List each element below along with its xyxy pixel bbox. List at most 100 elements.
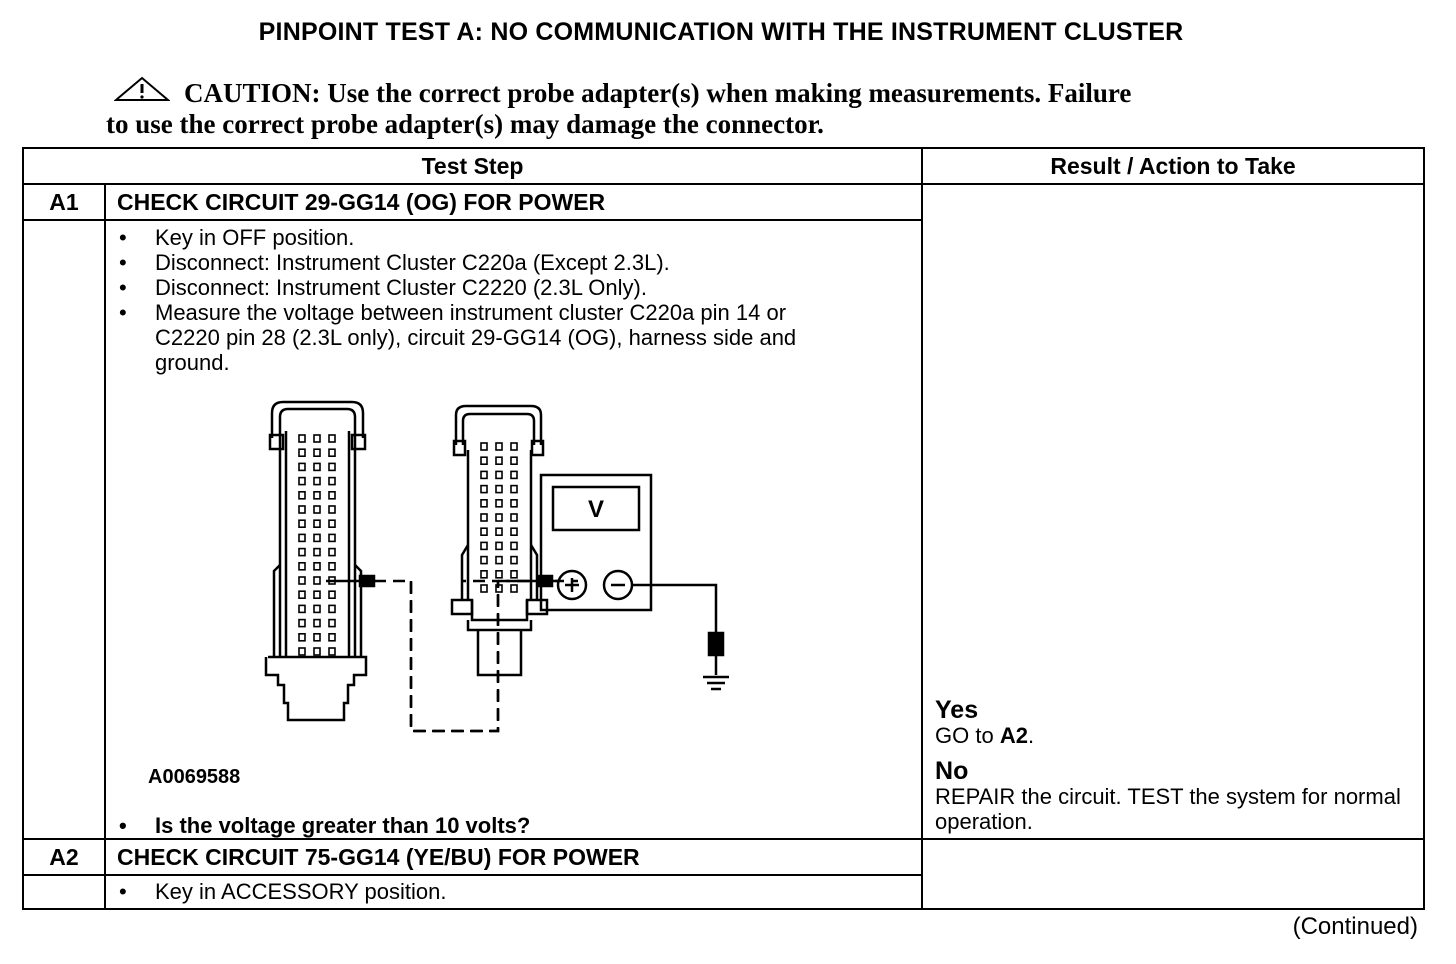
pin-cavity	[298, 448, 306, 457]
pin-cavity	[510, 513, 518, 522]
voltmeter-label: V	[588, 496, 604, 523]
pin-cavity	[313, 576, 321, 585]
pin-cavity	[313, 505, 321, 514]
result-cell-a1: Yes GO to A2. No REPAIR the circuit. TES…	[921, 183, 1426, 840]
pin-cavity	[328, 505, 336, 514]
pin-cavity	[313, 618, 321, 628]
page-title: PINPOINT TEST A: NO COMMUNICATION WITH T…	[258, 18, 1184, 46]
pin-cavity	[510, 541, 518, 551]
pin-cavity	[298, 434, 306, 443]
pin-cavity	[298, 562, 306, 571]
pin-cavity	[510, 456, 518, 465]
pin-cavity	[510, 584, 518, 593]
step-body-a2: Key in ACCESSORY position.	[103, 874, 924, 910]
pin-cavity	[298, 576, 306, 585]
caution-note: CAUTION: Use the correct probe adapter(s…	[106, 76, 1326, 140]
pin-cavity	[480, 470, 488, 480]
pin-cavity	[313, 491, 321, 500]
pin-cavity	[510, 527, 518, 536]
pin-cavity	[313, 632, 321, 642]
step-a1-bullets: Key in OFF position. Disconnect: Instrum…	[106, 221, 856, 375]
connector-c2220-icon	[450, 404, 549, 677]
pin-cavity	[510, 555, 518, 565]
goto-a2-link[interactable]: A2	[999, 723, 1028, 748]
pin-cavity	[298, 491, 306, 500]
warning-triangle-icon	[113, 76, 171, 109]
pin-cavity	[313, 519, 321, 528]
pin-cavity	[313, 547, 321, 557]
step-id-a1: A1	[22, 183, 106, 221]
pin-cavity	[298, 604, 306, 614]
pin-cavity	[328, 618, 336, 628]
pin-cavity	[480, 499, 488, 508]
pin-cavity	[313, 647, 321, 656]
pin-cavity	[480, 513, 488, 522]
pin-cavity	[328, 476, 336, 486]
pin-cavity	[313, 604, 321, 614]
pin-cavity	[480, 584, 488, 593]
pin-cavity	[480, 484, 488, 494]
pin-cavity	[328, 604, 336, 614]
pin-cavity	[313, 434, 321, 443]
pin-cavity	[328, 434, 336, 443]
caution-line-2: to use the correct probe adapter(s) may …	[106, 109, 824, 139]
pin-cavity	[298, 547, 306, 557]
pin-cavity	[480, 456, 488, 465]
pin-cavity	[328, 491, 336, 500]
pin-cavity	[495, 499, 503, 508]
pin-cavity	[298, 618, 306, 628]
pin-cavity	[328, 519, 336, 528]
step-a2-heading-row: A2 CHECK CIRCUIT 75-GG14 (YE/BU) FOR POW…	[22, 838, 1426, 910]
pin-cavity	[298, 632, 306, 642]
caution-line-1: CAUTION: Use the correct probe adapter(s…	[184, 78, 1132, 108]
list-item: Disconnect: Instrument Cluster C220a (Ex…	[106, 250, 856, 275]
pin-cavity	[313, 590, 321, 599]
step-a1-question-list: Is the voltage greater than 10 volts?	[106, 813, 921, 838]
pinpoint-test-table: Test Step Result / Action to Take A1 CHE…	[21, 147, 1426, 910]
pin-cavity	[510, 470, 518, 480]
step-id-a2: A2	[22, 838, 106, 876]
list-item: Key in ACCESSORY position.	[106, 879, 921, 904]
pin-cavity	[328, 590, 336, 599]
pin-cavity	[328, 462, 336, 472]
step-heading-a1: CHECK CIRCUIT 29-GG14 (OG) FOR POWER	[103, 183, 924, 221]
pin-cavity	[495, 513, 503, 522]
step-a1-heading-row: A1 CHECK CIRCUIT 29-GG14 (OG) FOR POWER …	[22, 183, 1426, 840]
pin-cavity	[298, 590, 306, 599]
pin-cavity	[495, 541, 503, 551]
pin-cavity	[298, 519, 306, 528]
figure-id-label: A0069588	[148, 766, 241, 788]
step-a1-empty-id-cell	[22, 219, 106, 840]
pin-cavity	[328, 647, 336, 656]
header-result-action: Result / Action to Take	[921, 147, 1426, 185]
pin-cavity	[328, 562, 336, 571]
pin-cavity	[298, 505, 306, 514]
wiring-diagram-figure: V	[106, 375, 921, 813]
table-header-row: Test Step Result / Action to Take	[21, 147, 1426, 185]
pin-cavity	[298, 533, 306, 543]
list-item: Key in OFF position.	[106, 225, 856, 250]
step-a2-empty-id-cell	[22, 874, 106, 910]
connector-pin-cavities	[298, 434, 518, 656]
pin-cavity	[328, 533, 336, 543]
list-item: Measure the voltage between instrument c…	[106, 300, 856, 375]
pin-cavity	[510, 484, 518, 494]
pin-cavity	[298, 647, 306, 656]
pin-cavity	[480, 555, 488, 565]
pin-cavity	[495, 470, 503, 480]
pin-cavity	[480, 442, 488, 451]
pin-cavity	[510, 570, 518, 579]
pin-cavity	[313, 462, 321, 472]
step-a2-bullets: Key in ACCESSORY position.	[106, 876, 921, 904]
pin-cavity	[480, 541, 488, 551]
pin-cavity	[313, 476, 321, 486]
result-yes-label: Yes	[935, 696, 979, 724]
pin-cavity	[298, 462, 306, 472]
pin-cavity	[328, 632, 336, 642]
pin-cavity	[480, 527, 488, 536]
step-a1-body-row: Key in OFF position. Disconnect: Instrum…	[22, 219, 1424, 840]
step-heading-a2: CHECK CIRCUIT 75-GG14 (YE/BU) FOR POWER	[103, 838, 924, 876]
pin-cavity	[313, 448, 321, 457]
pin-cavity	[510, 442, 518, 451]
pin-cavity	[495, 555, 503, 565]
